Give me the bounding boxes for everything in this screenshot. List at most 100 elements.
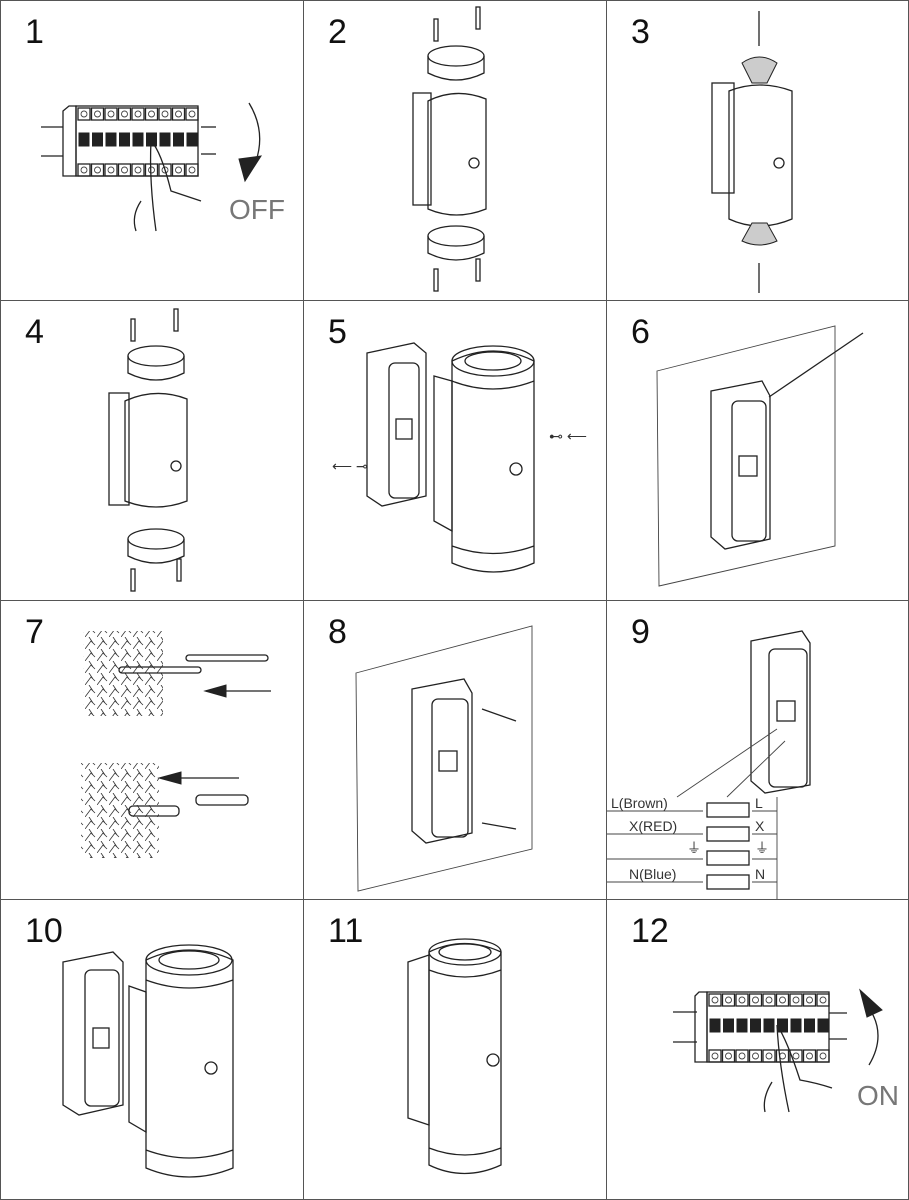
breaker-module — [175, 166, 182, 174]
drill-bit-icon — [185, 654, 269, 662]
breaker-module — [144, 107, 159, 121]
wall-bracket — [108, 392, 130, 506]
breaker-module — [762, 1049, 776, 1063]
breaker-module — [708, 993, 722, 1007]
bottom-ring — [127, 528, 185, 550]
breaker-module — [77, 163, 91, 177]
breaker-module — [80, 110, 88, 118]
fixture-body — [145, 949, 234, 1178]
screw-icon — [176, 558, 182, 582]
breaker-module — [175, 110, 182, 118]
breaker-module — [738, 996, 746, 1004]
breaker-module — [804, 1018, 815, 1033]
breaker-module — [777, 1018, 788, 1033]
breaker-module — [104, 163, 118, 177]
wiring-illustration: L(Brown) X(RED) N(Blue) L X N ⏚ ⏚ — [607, 630, 811, 899]
mount-box-illustration — [355, 625, 533, 892]
terminal-label-x: X — [755, 818, 765, 834]
on-label: ON — [857, 1080, 899, 1111]
step-number: 5 — [328, 313, 347, 351]
wall-bracket — [711, 82, 735, 194]
attach-fixture-illustration — [62, 944, 234, 1178]
breaker-module — [711, 1052, 719, 1060]
breaker-module — [161, 166, 169, 174]
breaker-module — [171, 107, 186, 121]
breaker-module — [117, 107, 132, 121]
breaker-module — [107, 166, 115, 174]
screw-icon — [433, 18, 439, 42]
breaker-module — [752, 1052, 759, 1060]
wall-bracket — [412, 92, 432, 206]
pencil-icon — [768, 332, 864, 398]
step-panel-2: 2 — [303, 0, 607, 301]
breaker-module — [765, 996, 773, 1004]
terminal-block — [607, 797, 778, 899]
off-label: OFF — [229, 194, 285, 225]
breaker-module — [119, 132, 130, 147]
insert-bulbs-illustration — [711, 11, 793, 293]
mounting-box — [411, 678, 473, 844]
breaker-module — [107, 110, 115, 118]
breaker-module — [789, 1049, 803, 1063]
breaker-module — [185, 163, 199, 177]
screw-icon — [433, 268, 439, 292]
wire-label-brown: L(Brown) — [611, 795, 668, 811]
screw-icon — [481, 822, 517, 830]
step-number: 2 — [328, 13, 347, 51]
breaker-module — [148, 110, 155, 118]
breaker-module — [90, 107, 105, 121]
breaker-module — [721, 993, 736, 1007]
wall — [355, 625, 533, 892]
breaker-module — [173, 132, 184, 147]
step-number: 6 — [631, 313, 650, 351]
breaker-module — [90, 163, 105, 177]
breaker-module — [158, 107, 172, 121]
breaker-module — [134, 166, 142, 174]
breaker-module — [725, 996, 732, 1004]
step-panel-9: 9 L(Brown) X(RED) — [606, 600, 909, 900]
step-panel-7: 7 — [0, 600, 304, 900]
wall — [656, 325, 836, 587]
circuit-breaker-icon — [673, 991, 847, 1063]
hand-icon — [133, 140, 202, 232]
breaker-module — [134, 110, 142, 118]
screw-icon — [475, 6, 481, 30]
breaker-module — [144, 163, 159, 177]
step-number: 3 — [631, 13, 650, 51]
breaker-module — [802, 993, 817, 1007]
screw-icon — [130, 318, 136, 342]
breaker-module — [105, 132, 117, 147]
bulb-top-icon — [741, 56, 778, 84]
arrow-left-icon — [203, 684, 227, 698]
breaker-module — [735, 993, 749, 1007]
rotate-arrow-icon — [868, 1007, 879, 1066]
step-number: 8 — [328, 613, 347, 651]
remove-rings-illustration — [412, 6, 487, 292]
step-number: 10 — [25, 912, 63, 950]
rotate-arrow-icon — [248, 102, 261, 162]
fixture-body — [124, 392, 188, 508]
step-number: 7 — [25, 613, 44, 651]
breaker-module — [792, 996, 800, 1004]
terminal-label-l: L — [755, 795, 763, 811]
fixture-body — [728, 84, 793, 227]
breaker-module — [709, 1018, 721, 1033]
breaker-module — [792, 1052, 800, 1060]
breaker-module — [131, 163, 145, 177]
bottom-ring — [427, 225, 485, 247]
step-panel-8: 8 — [303, 600, 607, 900]
screw-icon — [173, 308, 179, 332]
step-panel-1: 1 OFF — [0, 0, 304, 301]
breaker-module — [104, 107, 118, 121]
mounting-box — [366, 342, 427, 507]
top-ring — [427, 45, 485, 67]
hand-icon — [763, 1024, 833, 1113]
breaker-module — [131, 107, 145, 121]
step-panel-4: 4 — [0, 300, 304, 601]
breaker-module — [158, 163, 172, 177]
breaker-module — [146, 132, 157, 147]
step-number: 9 — [631, 613, 650, 651]
breaker-module — [188, 166, 196, 174]
wall-plug-icon — [128, 805, 180, 817]
